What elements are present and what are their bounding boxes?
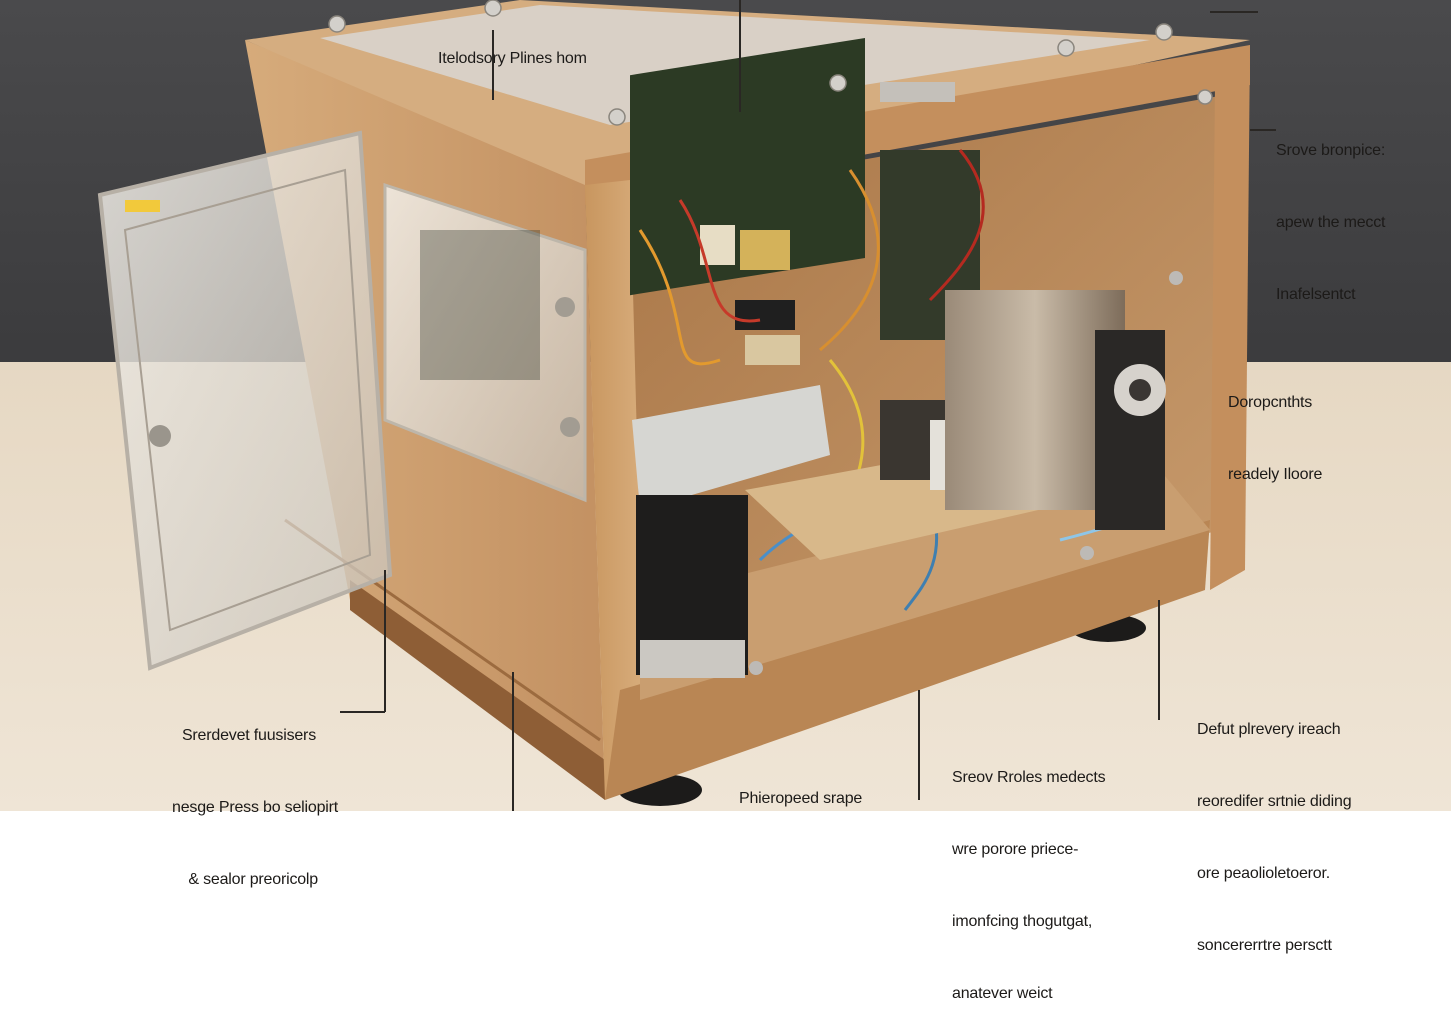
photo-scene	[0, 0, 1451, 811]
label-right-top-line-3: Inafelsentct	[1276, 286, 1356, 303]
box-front-left-post	[585, 180, 645, 800]
label-left-bottom-line-1: Srerdevet fuusisers	[181, 727, 316, 744]
label-left-bottom-line-3: & sealor preoricolp	[188, 871, 318, 888]
label-bottom-center-line-2: wre porore priece-	[952, 841, 1079, 858]
label-right-bottom-line-2: reoredifer srtnie diding	[1197, 793, 1352, 810]
box-front-right-post	[1210, 45, 1250, 590]
label-bottom: Phieropeed srape	[739, 790, 863, 807]
callout-lines	[340, 0, 1276, 811]
label-left-bottom-line-2: nesge Press bo seliopirt	[172, 799, 338, 816]
box-floor	[640, 470, 1210, 700]
label-right-bottom-line-4: soncererrtre persctt	[1197, 937, 1332, 954]
label-right-mid-line-1: Doropcnthts	[1228, 394, 1313, 411]
label-right-top-line-1: Srove bronpice:	[1276, 142, 1386, 159]
acrylic-door	[97, 130, 393, 671]
label-bottom-center: Sreov Rroles medects wre porore priece- …	[952, 718, 1106, 1030]
label-right-mid-line-2: readely Iloore	[1228, 466, 1323, 483]
circuit-board-main	[630, 37, 865, 296]
label-right-top-line-2: apew the mecct	[1276, 214, 1386, 231]
chip-module	[740, 230, 790, 270]
label-right-mid: Doropcnthts readely Iloore	[1228, 343, 1322, 511]
door-knob	[149, 425, 171, 447]
label-top: Itelodsory Plines hom	[438, 50, 587, 67]
metal-shelf	[632, 385, 830, 510]
motor	[1095, 330, 1165, 530]
latch	[880, 82, 955, 102]
acrylic-side-window	[383, 182, 587, 503]
label-bottom-center-line-3: imonfcing thogutgat,	[952, 913, 1093, 930]
box-front-bottom-rail	[605, 520, 1210, 800]
label-right-top: Srove bronpice: apew the mecct Inafelsen…	[1276, 91, 1385, 331]
label-bottom-center-line-1: Sreov Rroles medects	[952, 769, 1106, 786]
label-bottom-center-line-4: anatever weict	[952, 985, 1053, 1002]
label-right-bottom-line-1: Defut plrevery ireach	[1197, 721, 1341, 738]
box-left-side-bottom-band	[350, 580, 605, 800]
label-left-bottom: Srerdevet fuusisers nesge Press bo selio…	[128, 676, 338, 916]
label-right-bottom-line-3: ore peaolioletoeror.	[1197, 865, 1330, 882]
top-screws	[328, 0, 1213, 126]
label-right-bottom: Defut plrevery ireach reoredifer srtnie …	[1197, 670, 1352, 982]
